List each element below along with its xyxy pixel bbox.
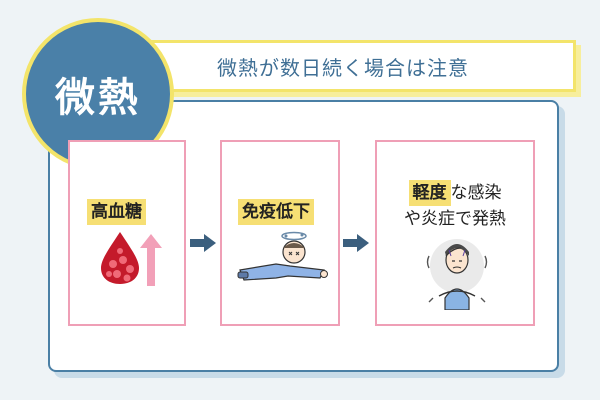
step-description: 軽度な感染 や炎症で発熱 <box>377 180 533 232</box>
step-card-immune-decline: 免疫低下 <box>220 140 340 326</box>
blood-drop-icon <box>101 232 139 284</box>
step-text-line-2: や炎症で発熱 <box>404 209 506 229</box>
step-label: 高血糖 <box>87 199 146 225</box>
flow-arrow-right-icon <box>343 234 369 252</box>
dizzy-person-icon <box>237 231 328 281</box>
step-label: 免疫低下 <box>238 199 314 225</box>
step-card-high-blood-sugar: 高血糖 <box>68 140 186 326</box>
title-banner: 微熱が数日続く場合は注意 <box>150 40 576 92</box>
banner-text: 微熱が数日続く場合は注意 <box>217 56 469 80</box>
step-card-mild-infection-fever: 軽度な感染 や炎症で発熱 <box>375 140 535 326</box>
step-highlight: 軽度 <box>408 180 451 206</box>
up-arrow-icon <box>140 234 162 286</box>
shivering-person-icon <box>426 239 488 310</box>
step-text-line-1: な感染 <box>450 183 502 203</box>
badge-label: 微熱 <box>55 75 141 121</box>
flow-arrow-right-icon <box>190 234 216 252</box>
